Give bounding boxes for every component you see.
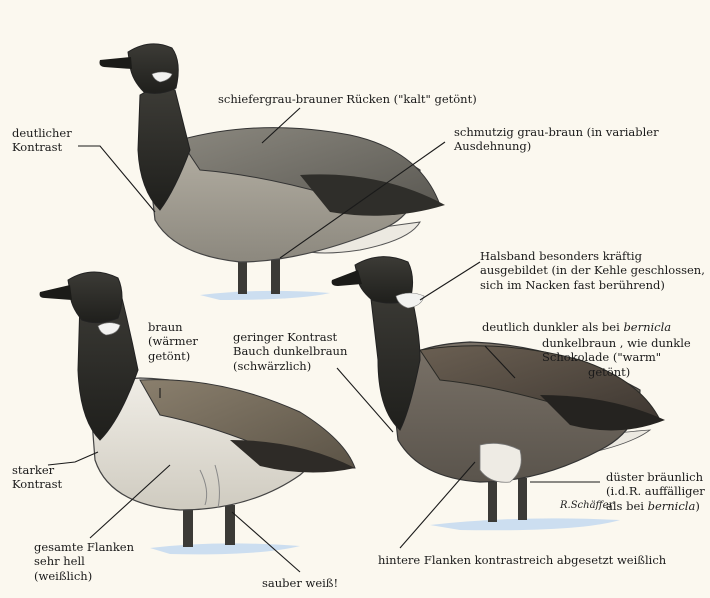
label-gloomy-line3-suffix: ) <box>695 499 700 513</box>
label-flanks-line3: (weißlich) <box>34 569 134 583</box>
leg-right-2 <box>518 478 527 520</box>
label-collar-line3: sich im Nacken fast berührend) <box>480 278 705 292</box>
label-back-top: schiefergrau-brauner Rücken ("kalt" getö… <box>218 92 477 106</box>
label-gloomy-line3-species: bernicla <box>648 499 696 513</box>
bill-left <box>40 285 72 300</box>
label-contrast-top-line2: Kontrast <box>12 140 72 154</box>
label-gloomy: düster bräunlich (i.d.R. auffälliger als… <box>606 470 705 513</box>
rear-flank-right <box>480 443 521 482</box>
label-dirty: schmutzig grau-braun (in variabler Ausde… <box>454 125 659 154</box>
label-clean-white: sauber weiß! <box>262 576 338 590</box>
label-contrast-top: deutlicher Kontrast <box>12 126 72 155</box>
label-rear-flanks: hintere Flanken kontrastreich abgesetzt … <box>378 553 666 567</box>
head-top <box>128 44 178 94</box>
label-strong-line2: Kontrast <box>12 477 62 491</box>
label-gloomy-line2: (i.d.R. auffälliger <box>606 484 705 498</box>
label-braun-line1: braun <box>148 320 198 334</box>
water-top <box>200 291 330 300</box>
label-darkbrown-line2: Schokolade ("warm" <box>542 350 691 364</box>
label-flanks-line1: gesamte Flanken <box>34 540 134 554</box>
label-low-contrast: geringer Kontrast Bauch dunkelbraun (sch… <box>233 330 347 373</box>
label-gloomy-line3-prefix: als bei <box>606 499 648 513</box>
label-collar-line2: ausgebildet (in der Kehle geschlossen, <box>480 263 705 277</box>
label-darkbrown-line3: getönt) <box>542 365 691 379</box>
goose-left <box>40 272 355 554</box>
label-contrast-top-line1: deutlicher <box>12 126 72 140</box>
leg-top-1 <box>238 258 247 294</box>
label-dirty-line1: schmutzig grau-braun (in variabler <box>454 125 659 139</box>
pointer-collar <box>420 262 480 300</box>
label-braun-line3: getönt) <box>148 349 198 363</box>
label-strong: starker Kontrast <box>12 463 62 492</box>
label-darker-text: deutlich dunkler als bei <box>482 320 623 334</box>
head-left <box>68 272 122 323</box>
label-collar: Halsband besonders kräftig ausgebildet (… <box>480 249 705 292</box>
label-braun-line2: (wärmer <box>148 334 198 348</box>
label-low-contrast-line1: geringer Kontrast <box>233 330 347 344</box>
label-darker-species: bernicla <box>623 320 671 334</box>
label-darker: deutlich dunkler als bei bernicla <box>482 320 671 334</box>
label-dirty-line2: Ausdehnung) <box>454 139 659 153</box>
label-flanks-line2: sehr hell <box>34 554 134 568</box>
leg-top-2 <box>271 256 280 294</box>
bill-top <box>100 57 133 69</box>
label-gloomy-line3: als bei bernicla) <box>606 499 705 513</box>
leg-right-1 <box>488 480 497 522</box>
label-collar-line1: Halsband besonders kräftig <box>480 249 705 263</box>
label-strong-line1: starker <box>12 463 62 477</box>
pointer-clean-white <box>232 512 300 572</box>
label-darkbrown-line1: dunkelbraun , wie dunkle <box>542 336 691 350</box>
leg-left-2 <box>225 505 235 545</box>
water-right <box>430 518 620 530</box>
label-braun: braun (wärmer getönt) <box>148 320 198 363</box>
label-low-contrast-line3: (schwärzlich) <box>233 359 347 373</box>
label-gloomy-line1: düster bräunlich <box>606 470 705 484</box>
label-darkbrown: dunkelbraun , wie dunkle Schokolade ("wa… <box>542 336 691 379</box>
bill-right <box>332 270 362 286</box>
label-flanks: gesamte Flanken sehr hell (weißlich) <box>34 540 134 583</box>
pointer-rear-flanks <box>400 462 475 548</box>
label-low-contrast-line2: Bauch dunkelbraun <box>233 344 347 358</box>
leg-left-1 <box>183 505 193 547</box>
